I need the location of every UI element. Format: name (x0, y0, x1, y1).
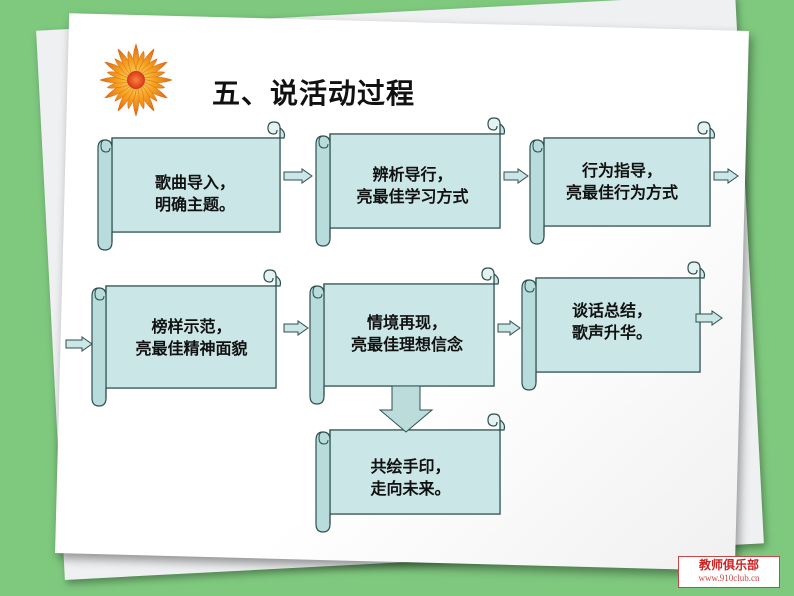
step-7-line-1: 共绘手印， (370, 457, 451, 476)
step-5-line-2: 亮最佳理想信念 (350, 335, 463, 354)
scroll-box-2 (315, 117, 506, 247)
step-7-line-2: 走向未来。 (370, 479, 451, 498)
step-2-line-2: 亮最佳学习方式 (356, 187, 469, 206)
arrow-4-5 (283, 320, 309, 336)
scroll-box-4 (91, 269, 282, 407)
arrow-6-out (695, 310, 723, 326)
step-1-line-1: 歌曲导入， (154, 173, 235, 192)
step-6-line-2: 歌声升华。 (571, 323, 652, 342)
step-6-text: 谈话总结， 歌声升华。 (532, 300, 692, 344)
step-3-line-2: 亮最佳行为方式 (565, 183, 678, 202)
scroll-box-5 (309, 267, 500, 405)
arrow-5-7 (378, 385, 434, 433)
step-5-text: 情境再现， 亮最佳理想信念 (322, 312, 492, 356)
step-3-line-1: 行为指导， (581, 161, 662, 180)
arrow-2-3 (503, 168, 529, 184)
page-title: 五、说活动过程 (212, 77, 416, 110)
scroll-box-3 (529, 121, 716, 245)
flower-icon (99, 43, 173, 117)
badge-line-1: 教师俱乐部 (698, 558, 759, 572)
step-3-text: 行为指导， 亮最佳行为方式 (542, 160, 702, 204)
scroll-box-1 (97, 121, 286, 251)
scroll-box-7 (315, 413, 506, 533)
arrow-1-2 (283, 168, 313, 184)
step-4-text: 榜样示范， 亮最佳精神面貌 (104, 316, 279, 360)
step-5-line-1: 情境再现， (366, 313, 447, 332)
step-2-text: 辨析导行， 亮最佳学习方式 (330, 164, 495, 208)
step-4-line-1: 榜样示范， (151, 317, 232, 336)
step-1-line-2: 明确主题。 (154, 195, 235, 214)
arrow-in-4 (65, 336, 93, 352)
step-6-line-1: 谈话总结， (571, 301, 652, 320)
step-4-line-2: 亮最佳精神面貌 (135, 339, 248, 358)
badge-line-2: www.910club.cn (698, 573, 760, 583)
arrow-3-out (713, 168, 739, 184)
club-badge: 教师俱乐部 www.910club.cn (678, 556, 780, 588)
scroll-box-6 (521, 261, 706, 391)
step-2-line-1: 辨析导行， (372, 165, 453, 184)
arrow-5-6 (497, 320, 521, 336)
step-1-text: 歌曲导入， 明确主题。 (110, 172, 280, 216)
step-7-text: 共绘手印， 走向未来。 (328, 456, 493, 500)
